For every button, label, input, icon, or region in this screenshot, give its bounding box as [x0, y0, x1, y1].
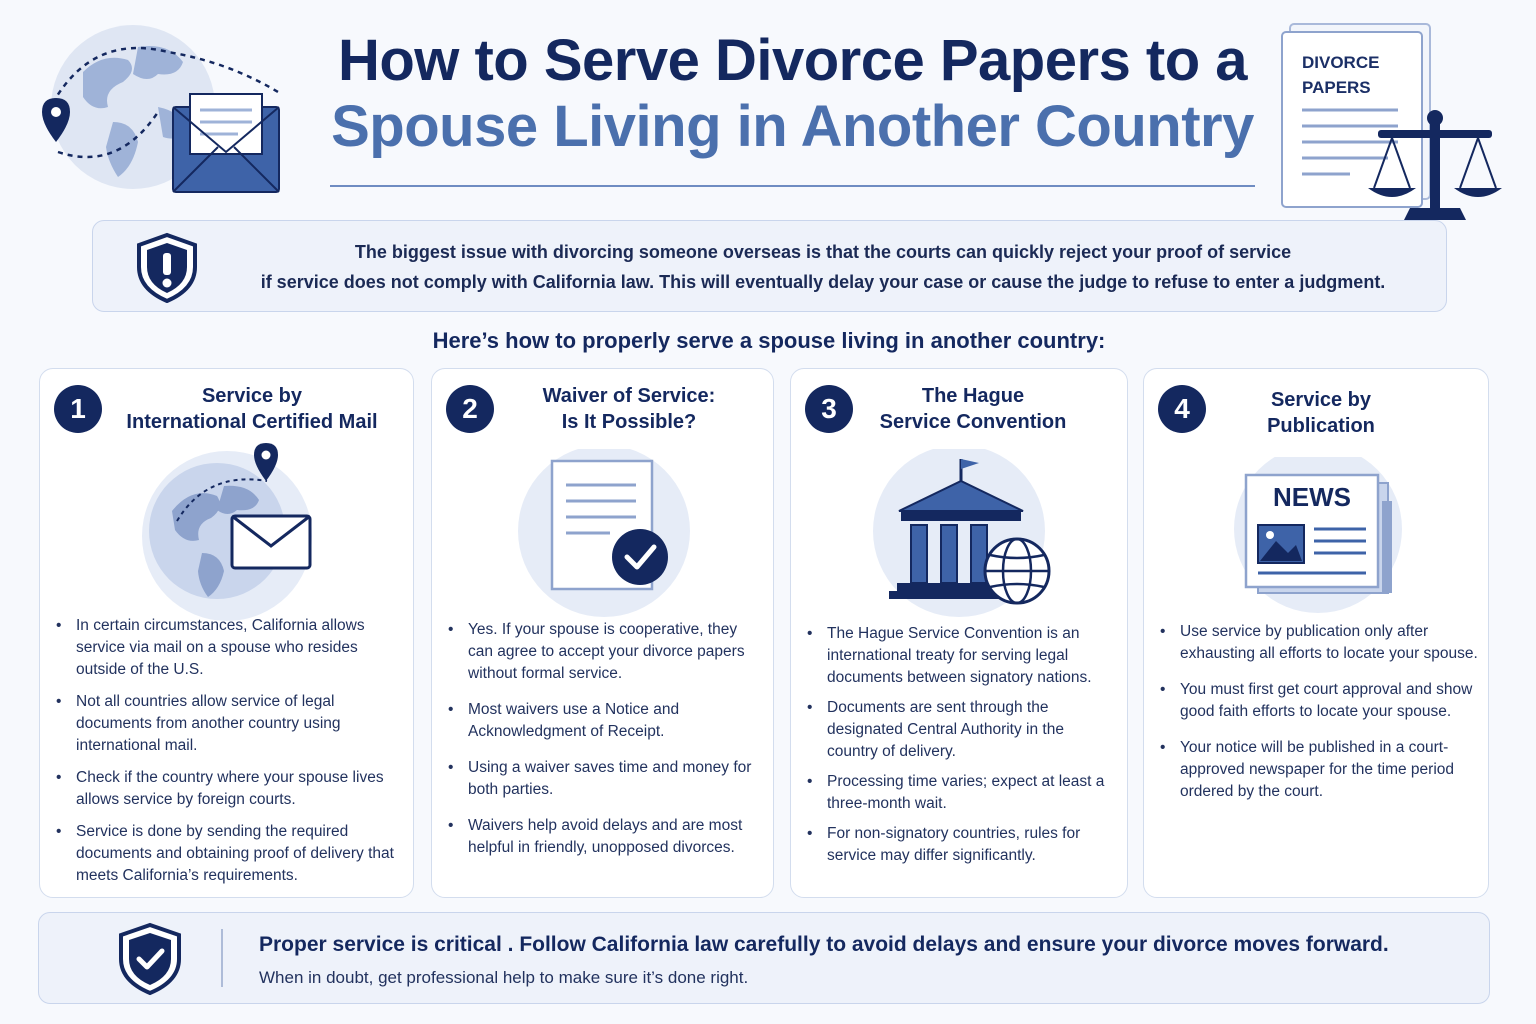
list-item: Waivers help avoid delays and are most h… [446, 815, 764, 859]
card-title-line-2: Is It Possible? [561, 411, 697, 433]
card-title-line-2: Publication [1267, 415, 1375, 437]
card-title: The Hague Service Convention [853, 383, 1093, 435]
list-item: Processing time varies; expect at least … [805, 771, 1117, 815]
card-title-line-1: Waiver of Service: [542, 385, 716, 407]
list-item: Your notice will be published in a court… [1158, 737, 1478, 803]
newspaper-icon [1234, 457, 1402, 613]
list-item: For non-signatory countries, rules for s… [805, 823, 1117, 867]
card-title: Service by Publication [1206, 387, 1436, 439]
shield-exclamation-icon [137, 232, 197, 303]
list-item: Not all countries allow service of legal… [54, 691, 400, 757]
card-title-line-2: Service Convention [879, 411, 1067, 433]
warning-text: The biggest issue with divorcing someone… [223, 237, 1423, 297]
globe-mail-icon [142, 443, 312, 621]
divorce-papers-illustration: DIVORCE PAPERS [1270, 20, 1510, 225]
globe-mail-hero-icon [42, 25, 280, 193]
list-item: Most waivers use a Notice and Acknowledg… [446, 699, 764, 743]
papers-label: DIVORCE PAPERS [1302, 53, 1380, 97]
step-number: 1 [54, 385, 102, 433]
list-item: In certain circumstances, California all… [54, 615, 400, 681]
list-item: You must first get court approval and sh… [1158, 679, 1478, 723]
warning-line-2: if service does not comply with Californ… [260, 272, 1386, 292]
footer-divider [221, 929, 223, 987]
footer-banner: Proper service is critical . Follow Cali… [38, 912, 1490, 1004]
document-check-icon [518, 449, 690, 617]
card-title-line-1: Service by [201, 385, 303, 407]
title-divider [330, 185, 1255, 187]
footer-headline: Proper service is critical . Follow Cali… [259, 933, 1389, 956]
courthouse-globe-icon [873, 449, 1051, 617]
card-title: Service by International Certified Mail [102, 383, 402, 435]
card-bullets: Use service by publication only after ex… [1158, 621, 1478, 803]
title-line-2: Spouse Living in Another Country [331, 94, 1254, 159]
list-item: The Hague Service Convention is an inter… [805, 623, 1117, 689]
section-intro: Here’s how to properly serve a spouse li… [432, 328, 1106, 353]
card-waiver-of-service: 2 Waiver of Service: Is It Possible? Yes… [431, 368, 774, 898]
card-bullets: In certain circumstances, California all… [54, 615, 400, 887]
card-title-line-1: Service by [1270, 389, 1372, 411]
list-item: Using a waiver saves time and money for … [446, 757, 764, 801]
warning-line-1: The biggest issue with divorcing someone… [354, 242, 1292, 262]
step-number: 4 [1158, 385, 1206, 433]
list-item: Use service by publication only after ex… [1158, 621, 1478, 665]
card-hague-convention: 3 The Hague Service Convention The Hague… [790, 368, 1128, 898]
list-item: Service is done by sending the required … [54, 821, 400, 887]
footer-subtext: When in doubt, get professional help to … [259, 968, 749, 987]
list-item: Check if the country where your spouse l… [54, 767, 400, 811]
step-number: 3 [805, 385, 853, 433]
list-item: Yes. If your spouse is cooperative, they… [446, 619, 764, 685]
card-international-mail: 1 Service by International Certified Mai… [39, 368, 414, 898]
card-title-line-2: International Certified Mail [126, 411, 378, 433]
page-title: How to Serve Divorce Papers to a Spouse … [330, 28, 1255, 160]
news-label: NEWS [1273, 482, 1351, 512]
papers-scales-icon [1281, 23, 1502, 220]
card-service-by-publication: 4 Service by Publication NEWS Use servic… [1143, 368, 1489, 898]
title-line-1: How to Serve Divorce Papers to a [337, 28, 1248, 93]
card-bullets: Yes. If your spouse is cooperative, they… [446, 619, 764, 859]
list-item: Documents are sent through the designate… [805, 697, 1117, 763]
card-bullets: The Hague Service Convention is an inter… [805, 623, 1117, 867]
warning-banner: The biggest issue with divorcing someone… [92, 220, 1447, 312]
card-title-line-1: The Hague [921, 385, 1025, 407]
card-title: Waiver of Service: Is It Possible? [494, 383, 764, 435]
newspaper-illustration: NEWS [1222, 457, 1422, 617]
shield-check-icon [119, 922, 181, 996]
step-number: 2 [446, 385, 494, 433]
